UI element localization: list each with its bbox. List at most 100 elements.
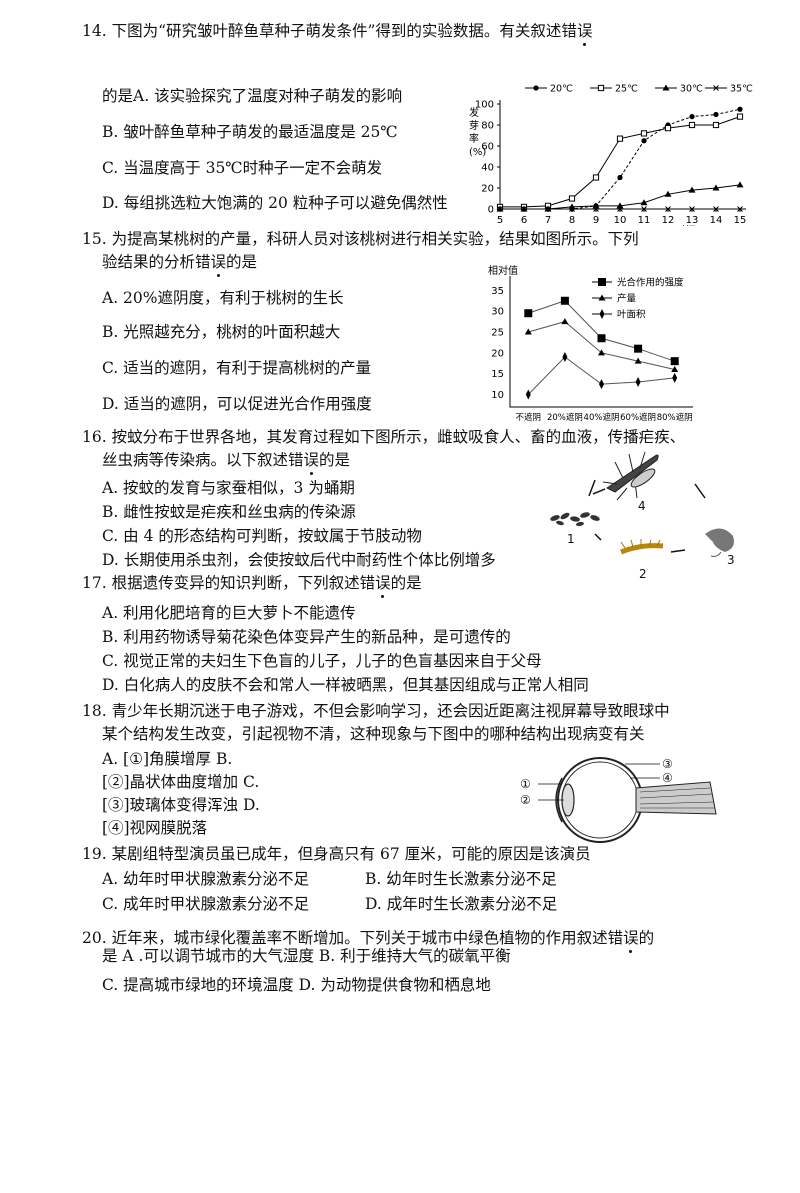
q17-option-b: B. 利用药物诱导菊花染色体变异产生的新品种，是可遗传的	[102, 628, 511, 646]
data-point	[593, 206, 599, 212]
data-point	[713, 206, 719, 212]
x-tick-label: 5	[497, 215, 503, 226]
x-tick-label: 9	[593, 215, 599, 226]
eyeball-icon	[555, 757, 717, 843]
legend-label: 产量	[617, 293, 637, 305]
data-point	[641, 138, 647, 144]
data-point	[736, 113, 744, 120]
q19-stem: 19. 某剧组特型演员虽已成年，但身高只有 67 厘米，可能的原因是该演员	[82, 845, 591, 863]
stage-label-3: 3	[727, 553, 735, 567]
label-1: ①	[520, 777, 531, 791]
label-2: ②	[520, 793, 531, 807]
legend-label: 25℃	[615, 84, 638, 95]
data-point	[617, 174, 623, 181]
q14-stem-end: 的是A. 该实验探究了温度对种子萌发的影响	[102, 87, 403, 105]
axis-lines	[509, 276, 693, 408]
q18-stem: 18. 青少年长期沉迷于电子游戏，不但会影响学习，还会因近距离注视屏幕导致眼球中	[82, 702, 670, 720]
arrow-icon	[670, 549, 686, 553]
data-point	[545, 206, 551, 212]
y-tick-label: 40	[481, 163, 494, 174]
x-tick-label: 11	[638, 215, 651, 226]
x-tick-label: 6	[521, 215, 527, 226]
q14-option-d: D. 每组挑选粒大饱满的 20 粒种子可以避免偶然性	[102, 194, 448, 212]
q15-stem-line2: 验结果的分析错 误的是	[102, 253, 258, 277]
q14-option-c: C. 当温度高于 35℃时种子一定不会萌发	[102, 159, 383, 177]
q20-options-cd: C. 提高城市绿地的环境温度 D. 为动物提供食物和栖息地	[102, 976, 491, 994]
label-3: ③	[662, 757, 673, 771]
q19-option-a: A. 幼年时甲状腺激素分泌不足	[102, 870, 310, 888]
stage-label-4: 4	[638, 499, 646, 513]
y-tick-label: 15	[491, 369, 504, 380]
eyeball-diagram: ① ② ③ ④	[520, 757, 717, 843]
data-point	[592, 174, 600, 181]
q18-option-2: [②]晶状体曲度增加 C.	[102, 773, 260, 791]
y-tick-label: 35	[491, 286, 504, 297]
q18-stem-line2: 某个结构发生改变，引起视物不清，这种现象与下图中的哪种结构出现病变有关	[102, 725, 645, 743]
y-tick-label: 25	[491, 328, 504, 339]
q16-option-c: C. 由 4 的形态结构可判断，按蚊属于节肢动物	[102, 527, 422, 545]
series-0	[497, 106, 743, 212]
axis-lines	[499, 100, 746, 210]
data-point	[635, 377, 641, 387]
data-point	[664, 125, 672, 132]
data-point	[569, 206, 575, 212]
x-tick-label: 80%遮阴	[657, 412, 693, 423]
eggs-icon	[550, 512, 600, 527]
q17-option-a: A. 利用化肥培育的巨大萝卜不能遗传	[102, 604, 356, 622]
legend-marker	[598, 278, 606, 286]
x-tick-label: 15	[734, 215, 747, 226]
pupa-icon	[705, 528, 734, 557]
legend-marker	[598, 294, 606, 301]
legend-label: 20℃	[550, 84, 573, 95]
q15-option-c: C. 适当的遮阴，有利于提高桃树的产量	[102, 359, 372, 377]
q19-option-b: B. 幼年时生长激素分泌不足	[365, 870, 557, 888]
data-point	[640, 130, 648, 137]
stage-label-2: 2	[639, 567, 647, 581]
x-tick-label: 不遮阴	[516, 412, 542, 423]
q16-option-b: B. 雌性按蚊是疟疾和丝虫病的传染源	[102, 503, 356, 521]
q17-stem: 17. 根据遗传变异的知识判断，下列叙述错 误的是	[82, 574, 422, 598]
label-4: ④	[662, 771, 673, 785]
q20-stem: 20. 近年来，城市绿化覆盖率不断增加。下列关于城市中绿色植物的作用叙述错 误的	[82, 929, 655, 953]
data-point	[737, 106, 743, 112]
data-point	[712, 121, 720, 129]
legend-marker	[533, 85, 539, 91]
y-axis-label: 相对值	[488, 264, 518, 277]
y-tick-label: 80	[481, 121, 494, 132]
legend-marker	[597, 84, 605, 92]
data-point	[568, 195, 576, 202]
larva-icon	[620, 539, 664, 555]
data-point	[713, 111, 719, 118]
legend-marker	[599, 309, 605, 319]
data-point	[599, 379, 604, 390]
q16-option-a: A. 按蚊的发育与家蚕相似，3 为蛹期	[102, 479, 355, 497]
y-tick-label: 30	[491, 307, 504, 318]
data-point	[560, 296, 569, 305]
data-point	[712, 184, 720, 191]
y-tick-label: 20	[491, 348, 504, 359]
series-3	[497, 206, 743, 212]
adult-mosquito-icon	[592, 451, 659, 501]
data-point	[664, 190, 672, 197]
y-axis-label-part: 芽	[469, 119, 479, 132]
series-line	[528, 321, 675, 370]
x-tick-label: 20%遮阴	[547, 412, 583, 423]
data-point	[688, 186, 696, 193]
q16-stem: 16. 按蚊分布于世界各地，其发育过程如下图所示，雌蚊吸食人、畜的血液，传播疟疾…	[82, 428, 686, 446]
mosquito-lifecycle-diagram: 4 1 2 3	[550, 451, 735, 581]
q15-option-a: A. 20%遮阴度，有利于桃树的生长	[102, 289, 344, 307]
x-tick-label: 40%遮阴	[584, 412, 620, 423]
x-axis-label: 时间(天)	[675, 224, 715, 226]
legend-label: 光合作用的强度	[617, 277, 684, 289]
data-point	[672, 372, 678, 383]
data-point	[562, 352, 568, 362]
y-axis-label-part: (%)	[469, 147, 486, 158]
q20-stem-line2: 是 A .可以调节城市的大气湿度 B. 利于维持大气的碳氧平衡	[102, 947, 511, 965]
series-0	[524, 296, 679, 366]
y-axis-label: 发芽率(%)	[469, 106, 486, 158]
y-axis-label-part: 发	[469, 106, 479, 119]
x-tick-label: 8	[569, 215, 575, 226]
y-tick-label: 0	[488, 205, 494, 216]
data-point	[634, 344, 643, 353]
